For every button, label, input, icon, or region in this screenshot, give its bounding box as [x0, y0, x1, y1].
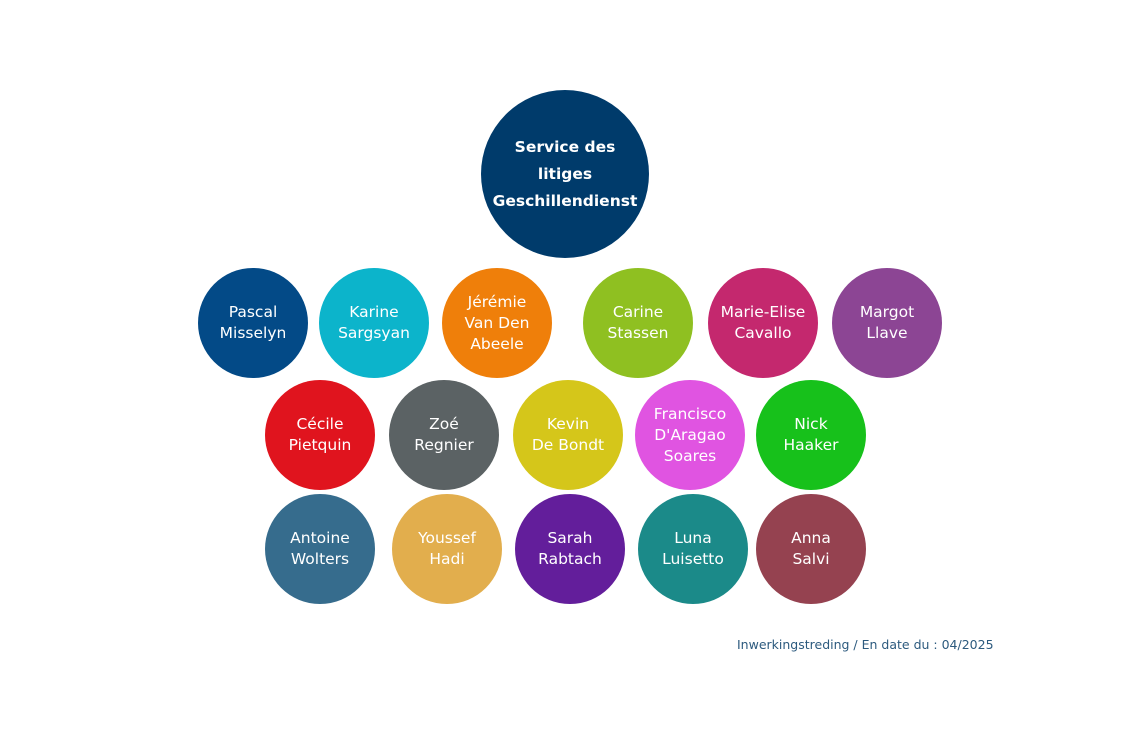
member-name: Carine Stassen: [607, 303, 669, 342]
member-cecile-pietquin: Cécile Pietquin: [265, 380, 375, 490]
member-name: Anna Salvi: [791, 529, 831, 568]
member-name: Nick Haaker: [783, 415, 839, 454]
member-sarah-rabtach: Sarah Rabtach: [515, 494, 625, 604]
member-name: Jérémie Van Den Abeele: [464, 292, 530, 353]
member-name: Kevin De Bondt: [531, 415, 605, 454]
member-name: Cécile Pietquin: [288, 415, 352, 454]
member-karine-sargsyan: Karine Sargsyan: [319, 268, 429, 378]
member-zoe-regnier: Zoé Regnier: [389, 380, 499, 490]
member-youssef-hadi: Youssef Hadi: [392, 494, 502, 604]
member-margot-llave: Margot Llave: [832, 268, 942, 378]
member-anna-salvi: Anna Salvi: [756, 494, 866, 604]
member-name: Zoé Regnier: [414, 415, 474, 454]
effective-date-note: Inwerkingstreding / En date du : 04/2025: [737, 637, 994, 652]
member-jeremie-van-den-abeele: Jérémie Van Den Abeele: [442, 268, 552, 378]
department-title: Service des litiges Geschillendienst: [492, 137, 638, 210]
member-name: Sarah Rabtach: [538, 529, 602, 568]
member-marie-elise-cavallo: Marie-Elise Cavallo: [708, 268, 818, 378]
member-nick-haaker: Nick Haaker: [756, 380, 866, 490]
member-carine-stassen: Carine Stassen: [583, 268, 693, 378]
member-luna-luisetto: Luna Luisetto: [638, 494, 748, 604]
member-name: Pascal Misselyn: [219, 303, 287, 342]
member-name: Youssef Hadi: [418, 529, 476, 568]
member-name: Francisco D'Aragao Soares: [653, 404, 727, 465]
member-name: Marie-Elise Cavallo: [720, 303, 806, 342]
member-name: Karine Sargsyan: [338, 303, 410, 342]
member-pascal-misselyn: Pascal Misselyn: [198, 268, 308, 378]
member-antoine-wolters: Antoine Wolters: [265, 494, 375, 604]
member-name: Antoine Wolters: [290, 529, 350, 568]
member-name: Margot Llave: [859, 303, 915, 342]
member-francisco-daragao-soares: Francisco D'Aragao Soares: [635, 380, 745, 490]
member-kevin-de-bondt: Kevin De Bondt: [513, 380, 623, 490]
member-name: Luna Luisetto: [662, 529, 724, 568]
department-title-circle: Service des litiges Geschillendienst: [481, 90, 649, 258]
